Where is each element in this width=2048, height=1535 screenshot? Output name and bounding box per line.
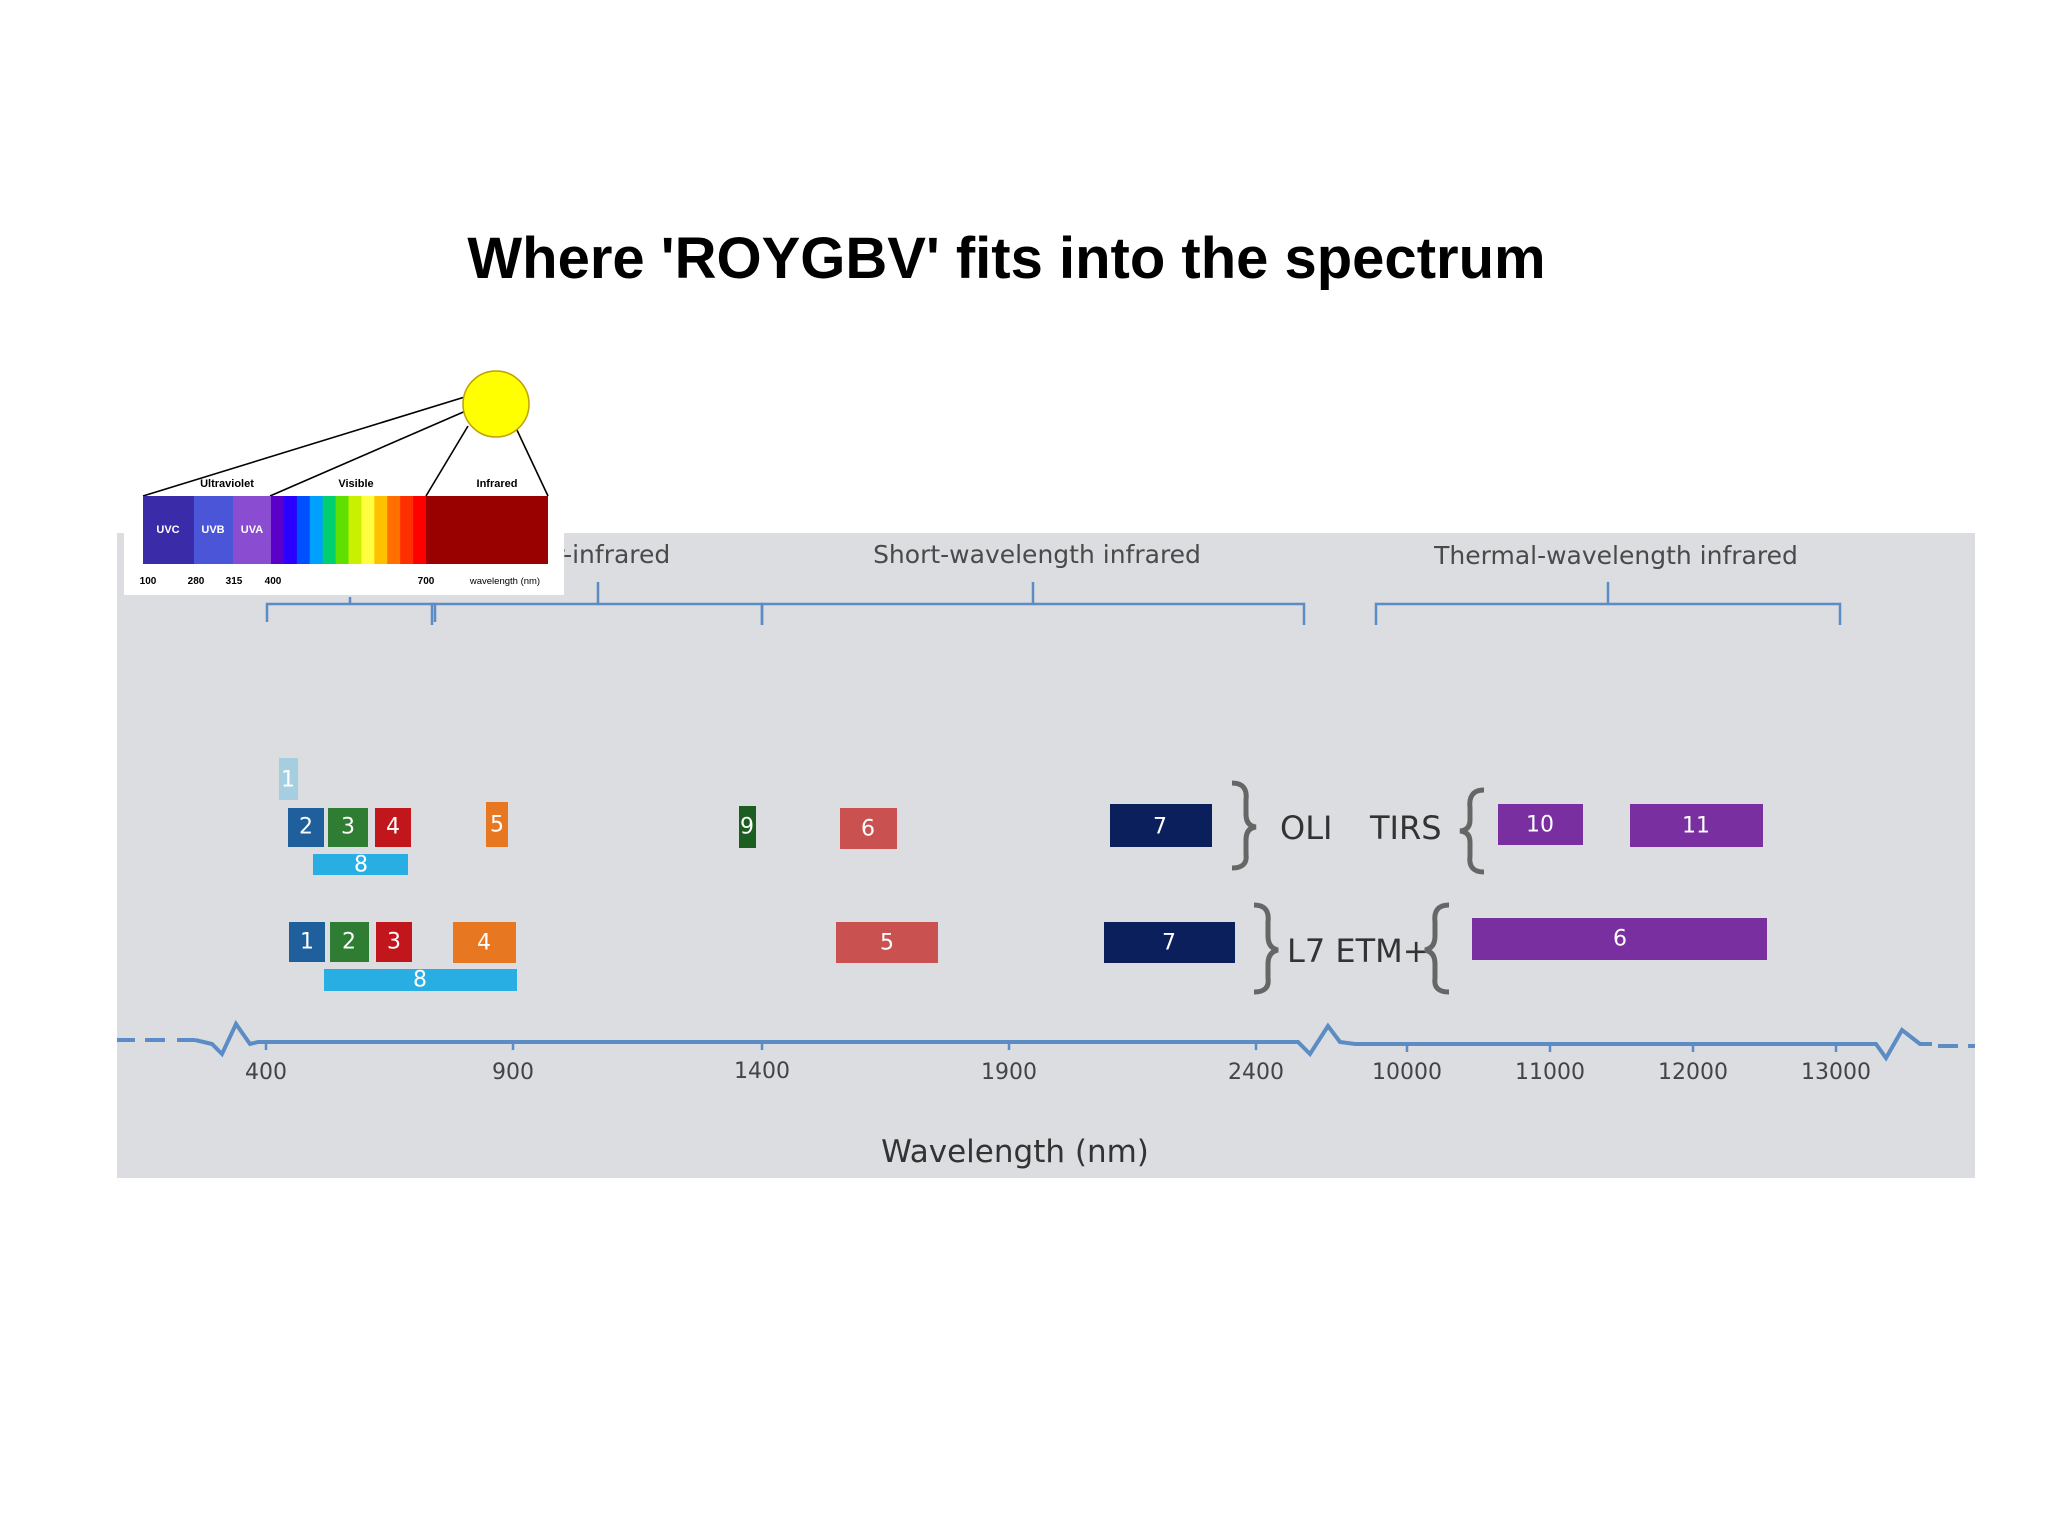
tick-label-13000: 13000 [1801, 1060, 1871, 1085]
visible-spectrum-strip [271, 496, 427, 564]
oli-band-3: 3 [328, 808, 368, 847]
inset-number-315: 315 [226, 576, 243, 587]
etm-band-4: 4 [453, 922, 516, 963]
uva-block [233, 496, 271, 564]
etm-band-2: 2 [330, 922, 369, 962]
region-label-thermal-infrared: Thermal-wavelength infrared [1433, 541, 1798, 570]
oli-brace [1231, 780, 1257, 871]
svg-text:11: 11 [1682, 814, 1710, 839]
tick-label-1400: 1400 [734, 1059, 790, 1084]
region-label-short-infrared: Short-wavelength infrared [873, 540, 1201, 569]
uva-label: UVA [241, 524, 263, 536]
visible-stripe [296, 496, 311, 564]
svg-text:7: 7 [1153, 815, 1167, 840]
inset-number-400: 400 [265, 576, 282, 587]
visible-stripe [400, 496, 414, 564]
etm-brace [1253, 902, 1279, 995]
visible-stripe [387, 496, 401, 564]
svg-text:3: 3 [387, 930, 401, 955]
tick-label-11000: 11000 [1515, 1060, 1585, 1085]
etm-thermal-brace [1424, 902, 1450, 995]
visible-stripe [322, 496, 337, 564]
svg-text:1: 1 [281, 768, 295, 793]
oli-band-7: 7 [1110, 804, 1212, 847]
tick-label-900: 900 [492, 1060, 534, 1085]
svg-text:4: 4 [477, 931, 491, 956]
bracket-visible [265, 597, 437, 622]
svg-text:5: 5 [490, 813, 504, 838]
tick-label-2400: 2400 [1228, 1060, 1284, 1085]
inset-number-700: 700 [418, 576, 435, 587]
tirs-brace [1459, 787, 1485, 875]
axis-title: Wavelength (nm) [881, 1134, 1149, 1170]
oli-band-4: 4 [375, 808, 411, 847]
uvb-block [194, 496, 233, 564]
svg-text:6: 6 [861, 817, 875, 842]
visible-stripe [271, 496, 285, 564]
etm-band-1: 1 [289, 922, 325, 962]
svg-text:9: 9 [740, 815, 754, 840]
visible-stripe [374, 496, 388, 564]
tick-label-12000: 12000 [1658, 1060, 1728, 1085]
visible-stripe [361, 496, 375, 564]
inset-number-280: 280 [188, 576, 205, 587]
oli-band-8: 8 [313, 853, 408, 878]
uvc-label: UVC [156, 524, 179, 536]
oli-band-9: 9 [739, 806, 756, 848]
svg-text:6: 6 [1613, 927, 1627, 952]
svg-text:4: 4 [386, 815, 400, 840]
etm-band-8: 8 [324, 968, 517, 993]
sensor-label-etm: L7 ETM+ [1287, 932, 1430, 970]
bracket-thermal-infrared [1374, 582, 1842, 625]
sun-icon [462, 370, 530, 438]
svg-text:3: 3 [341, 815, 355, 840]
visible-stripe [413, 496, 427, 564]
svg-text:8: 8 [413, 968, 427, 993]
inset-header-infrared: Infrared [477, 478, 518, 490]
oli-band-5: 5 [486, 802, 508, 847]
inset-header-ultraviolet: Ultraviolet [200, 478, 254, 490]
svg-text:8: 8 [354, 853, 368, 878]
sensor-label-tirs: TIRS [1369, 809, 1442, 847]
visible-stripe [283, 496, 298, 564]
svg-text:5: 5 [880, 931, 894, 956]
tirs-band-11: 11 [1630, 804, 1763, 847]
uvb-label: UVB [201, 524, 224, 536]
svg-text:2: 2 [299, 815, 313, 840]
infrared-block [426, 496, 548, 564]
sensor-label-oli: OLI [1280, 809, 1332, 847]
diagram-panel [117, 533, 1975, 1178]
uvc-block [143, 496, 194, 564]
tick-label-1900: 1900 [981, 1060, 1037, 1085]
tick-label-10000: 10000 [1372, 1060, 1442, 1085]
oli-band-6: 6 [840, 808, 897, 849]
etm-band-6: 6 [1472, 918, 1767, 960]
bracket-short-infrared [760, 582, 1306, 625]
slide-title: Where 'ROYGBV' fits into the spectrum [467, 226, 1546, 291]
wavelength-axis [117, 1020, 1975, 1062]
region-brackets [265, 582, 1842, 625]
svg-text:10: 10 [1526, 813, 1554, 838]
visible-stripe [348, 496, 363, 564]
svg-text:1: 1 [300, 930, 314, 955]
inset-header-visible: Visible [338, 478, 373, 490]
tick-label-400: 400 [245, 1060, 287, 1085]
svg-text:2: 2 [342, 930, 356, 955]
sun-rays [142, 395, 549, 497]
visible-stripe [309, 496, 324, 564]
oli-band-1: 1 [279, 758, 298, 800]
etm-band-3: 3 [376, 922, 412, 962]
tirs-band-10: 10 [1498, 804, 1583, 845]
etm-band-7: 7 [1104, 922, 1235, 963]
visible-stripe [335, 496, 350, 564]
etm-band-5: 5 [836, 922, 938, 963]
inset-number-100: 100 [140, 576, 157, 587]
oli-band-2: 2 [288, 808, 324, 847]
svg-text:7: 7 [1162, 931, 1176, 956]
inset-unit-label: wavelength (nm) [469, 576, 540, 587]
